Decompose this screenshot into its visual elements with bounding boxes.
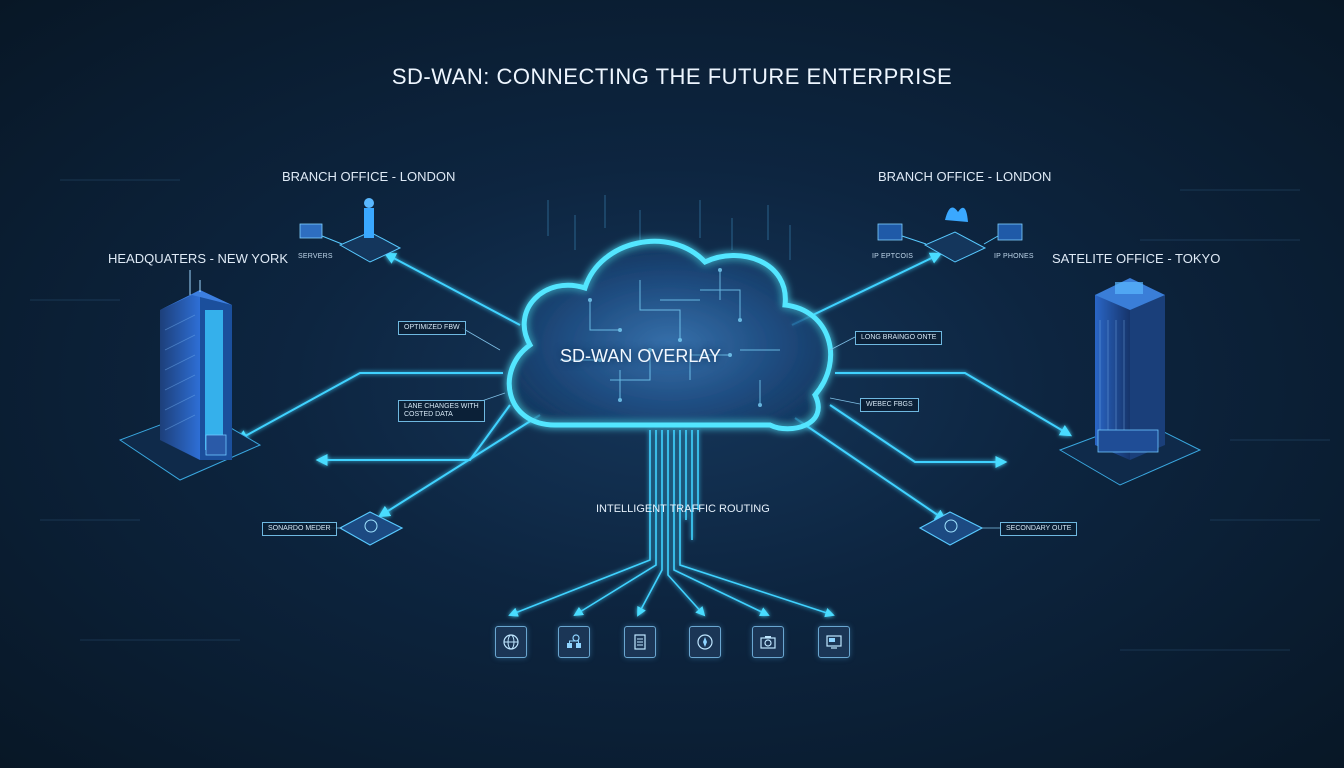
- ip-phones-label: IP PHONES: [994, 253, 1034, 260]
- diagram-title: SD-WAN: CONNECTING THE FUTURE ENTERPRISE: [391, 64, 953, 89]
- optimized-tag: OPTIMIZED FBW: [398, 321, 466, 335]
- sd-wan-cloud: [506, 238, 834, 432]
- right-router-tag: SECONDARY OUTE: [1000, 522, 1078, 536]
- ip-eptcois-label: IP EPTCOIS: [872, 253, 914, 260]
- data-stream-lines: [547, 195, 791, 260]
- branch-left-label: BRANCH OFFICE - LONDON: [282, 169, 456, 184]
- branch-right-label: BRANCH OFFICE - LONDON: [878, 169, 1052, 184]
- satellite-building: [1058, 278, 1202, 486]
- right-router: [918, 511, 984, 546]
- globe-icon: [495, 626, 527, 658]
- document-icon: [624, 626, 656, 658]
- left-router-tag: SONARDO MEDER: [262, 522, 337, 536]
- lane-changes-line2: COSTED DATA: [404, 411, 453, 418]
- webec-tag: WEBEC FBGS: [860, 398, 919, 412]
- lane-changes-tag: LANE CHANGES WITH COSTED DATA: [398, 400, 485, 422]
- routing-trunk: [508, 430, 835, 618]
- tag-leaders: [328, 327, 1000, 529]
- routing-label: INTELLIGENT TRAFFIC ROUTING: [596, 503, 770, 515]
- compass-icon: [689, 626, 721, 658]
- background-circuitry: [30, 179, 1330, 651]
- headquarters-building: [118, 270, 262, 481]
- network-nodes-icon: [558, 626, 590, 658]
- satellite-label: SATELITE OFFICE - TOKYO: [1052, 251, 1221, 266]
- camera-icon: [752, 626, 784, 658]
- connection-lines: [235, 252, 1073, 522]
- servers-label: SERVERS: [298, 253, 333, 260]
- cloud-circuitry: [560, 268, 780, 407]
- long-braingo-tag: LONG BRAINGO ONTE: [855, 331, 943, 345]
- branch-left-platform: [299, 198, 402, 263]
- headquarters-label: HEADQUATERS - NEW YORK: [108, 251, 289, 266]
- cloud-label: SD-WAN OVERLAY: [560, 346, 722, 366]
- branch-right-platform: [877, 207, 1023, 263]
- left-router: [338, 511, 404, 546]
- lane-changes-line1: LANE CHANGES WITH: [404, 403, 479, 410]
- monitor-icon: [818, 626, 850, 658]
